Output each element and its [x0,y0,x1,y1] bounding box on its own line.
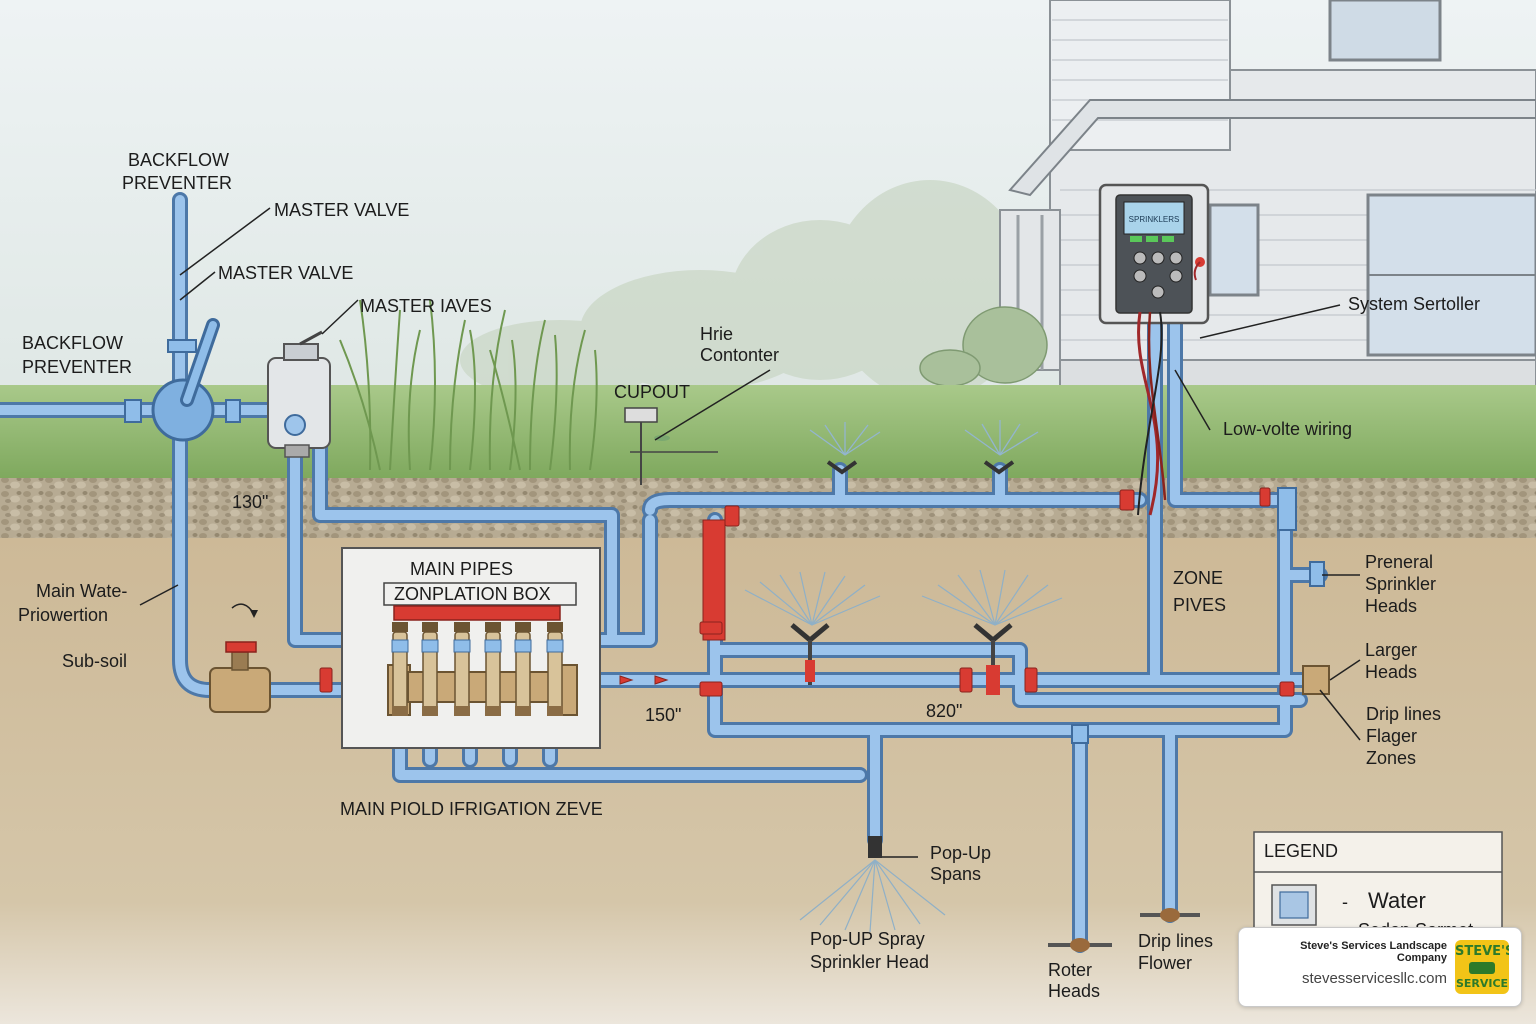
system-controller [1098,183,1210,516]
company-badge[interactable]: Steve's Services Landscape Company steve… [1238,927,1522,1007]
zone-pipes-label-1: ZONE [1173,568,1223,588]
drip-zones-label-3: Zones [1366,748,1416,768]
company-logo: STEVE'S SERVICE [1455,940,1509,994]
logo-bottom-text: SERVICE [1455,977,1509,990]
roter-heads-label-2: Heads [1048,981,1100,1001]
cutout-post [624,407,718,485]
cupout-label: CUPOUT [614,382,690,402]
zone-valve [546,622,564,716]
tall-grass [339,299,598,471]
master-valve [267,330,331,458]
red-fittings [319,487,1295,697]
low-voltage-label: Low-volte wiring [1223,419,1352,439]
master-valve-label-1: MASTER VALVE [274,200,409,220]
main-water-label-1: Main Wate- [36,581,127,601]
zone-valve [514,622,532,716]
gravel-layer [0,478,1536,540]
rotor-heads [1048,724,1200,952]
right-fittings [1277,487,1330,695]
backflow-top-label-2: PREVENTER [122,173,232,193]
main-pipes-label: MAIN PIPES [410,559,513,579]
popup-spray-head [799,836,946,933]
zone-valve [453,622,471,716]
drip-flower-label-1: Drip lines [1138,931,1213,951]
leader-lines [139,207,1361,858]
legend-item-water-dash: - [1342,892,1348,912]
popup-spray-label-1: Pop-UP Spray [810,929,925,949]
drip-zones-label-2: Flager [1366,726,1417,746]
hrie-label: Hrie [700,324,733,344]
master-valve-label-2: MASTER VALVE [218,263,353,283]
larger-heads-label-1: Larger [1365,640,1417,660]
roter-heads-label-1: Roter [1048,960,1092,980]
backflow-top-label-1: BACKFLOW [128,150,229,170]
surface-sprinklers [809,420,1039,475]
preneral-label-3: Heads [1365,596,1417,616]
diagram-labels: BACKFLOW PREVENTER MASTER VALVE MASTER V… [18,150,1480,1001]
popup-spray-label-2: Sprinkler Head [810,952,929,972]
controller-label: Contonter [700,345,779,365]
popup-spans-label-2: Spans [930,864,981,884]
shrubs [919,306,1048,387]
depth-150-label: 150" [645,705,681,725]
grass-band [0,385,1536,480]
depth-820-label: 820" [926,701,962,721]
zone-valve [484,622,502,716]
zone-pipes-label-2: PIVES [1173,595,1226,615]
zone-valve [421,622,439,716]
controller-screen-text: SPRINKLERS [1129,215,1180,224]
mower-icon [1469,962,1495,974]
logo-top-text: STEVE'S [1455,944,1509,959]
backflow-preventer [124,318,241,442]
underground-sprays [744,569,1063,695]
sub-soil-label: Sub-soil [62,651,127,671]
system-controller-label: System Sertoller [1348,294,1480,314]
preneral-label-1: Preneral [1365,552,1433,572]
master-iaves-label: MASTER IAVES [360,296,492,316]
legend-title: LEGEND [1264,841,1338,861]
backflow-left-label-1: BACKFLOW [22,333,123,353]
drip-zones-label-1: Drip lines [1366,704,1441,724]
legend-item-water: Water [1368,888,1426,913]
company-url[interactable]: stevesservicesllc.com [1301,970,1447,987]
company-name: Steve's Services Landscape Company [1300,940,1447,964]
manifold-valves [391,622,564,716]
drip-flower-label-2: Flower [1138,953,1192,973]
larger-heads-label-2: Heads [1365,662,1417,682]
popup-spans-label-1: Pop-Up [930,843,991,863]
zone-valve [391,622,409,716]
main-water-label-2: Priowertion [18,605,108,625]
backflow-left-label-2: PREVENTER [22,357,132,377]
depth-130-label: 130" [232,492,268,512]
main-field-label: MAIN PIOLD IFRIGATION ZEVE [340,799,603,819]
preneral-label-2: Sprinkler [1365,574,1436,594]
shutoff-valve [209,603,271,713]
zonation-box-label: ZONPLATION BOX [394,584,551,604]
